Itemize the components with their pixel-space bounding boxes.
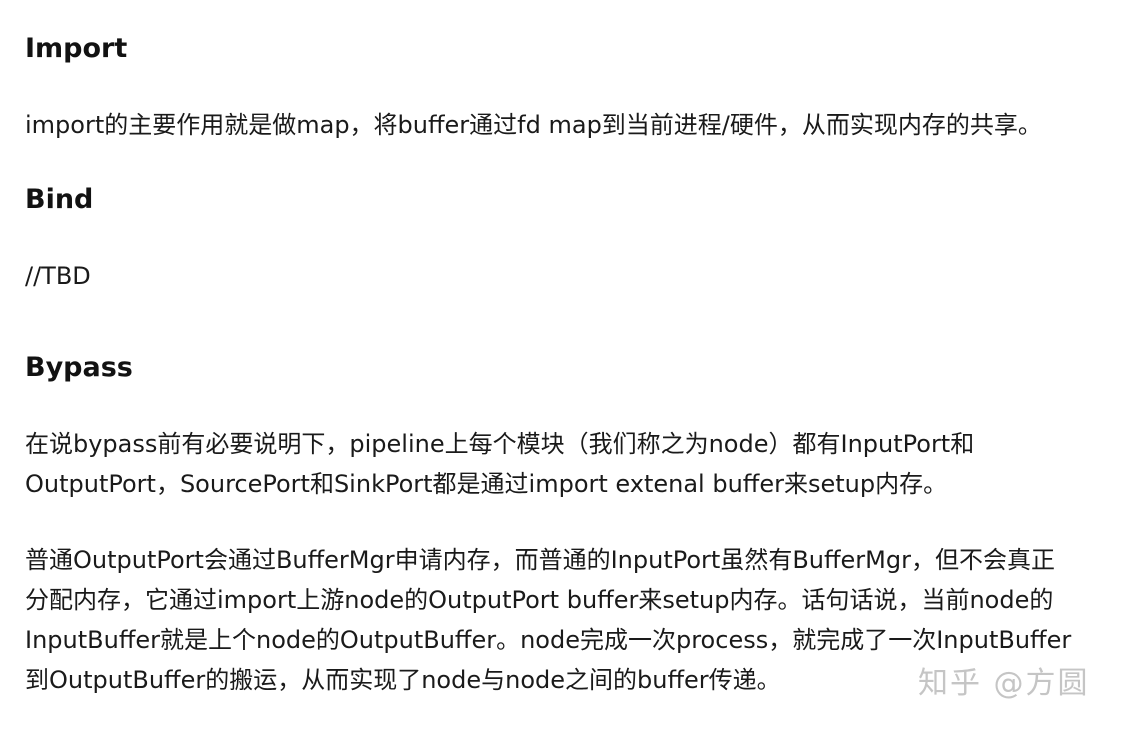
paragraph-bypass-line-4: 分配内存，它通过import上游node的OutputPort buffer来s…: [25, 586, 1054, 614]
paragraph-bypass-line-1: 在说bypass前有必要说明下，pipeline上每个模块（我们称之为node）…: [25, 430, 975, 458]
paragraph-import: import的主要作用就是做map，将buffer通过fd map到当前进程/硬…: [25, 111, 1042, 139]
zhihu-watermark: 知乎 @方圆: [918, 666, 1090, 701]
paragraph-bypass-line-5: InputBuffer就是上个node的OutputBuffer。node完成一…: [25, 626, 1072, 654]
heading-import: Import: [25, 33, 128, 64]
paragraph-bypass-line-6: 到OutputBuffer的搬运，从而实现了node与node之间的buffer…: [25, 666, 781, 694]
heading-bypass: Bypass: [25, 352, 133, 383]
heading-bind: Bind: [25, 184, 94, 215]
paragraph-bind: //TBD: [25, 262, 91, 290]
paragraph-bypass-line-3: 普通OutputPort会通过BufferMgr申请内存，而普通的InputPo…: [25, 546, 1055, 574]
paragraph-bypass-line-2: OutputPort，SourcePort和SinkPort都是通过import…: [25, 470, 948, 498]
